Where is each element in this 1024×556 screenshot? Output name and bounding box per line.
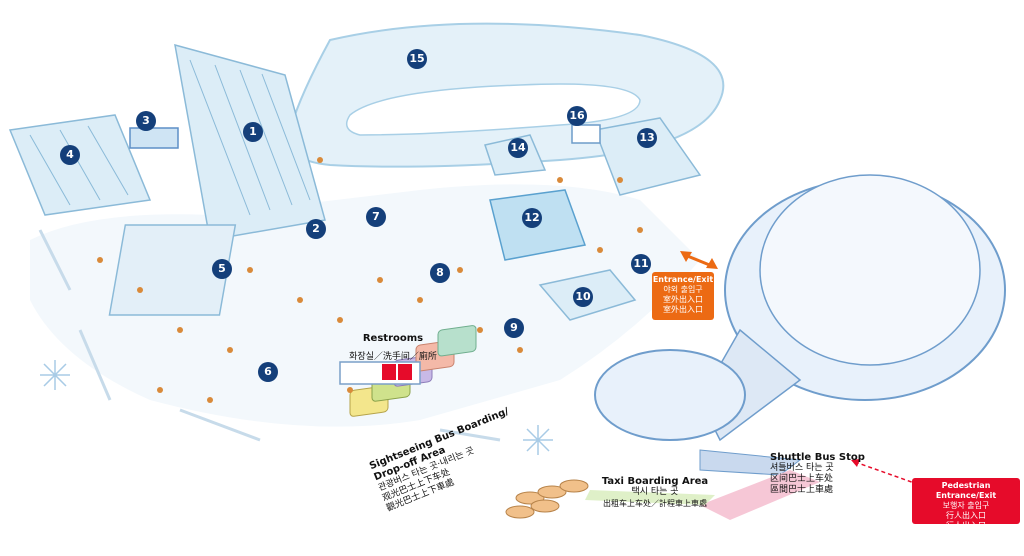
marker-5[interactable]: 5 — [212, 259, 232, 279]
marker-1[interactable]: 1 — [243, 122, 263, 142]
entrance-exit-line-1: 야외 출입구 — [663, 285, 703, 294]
visitors — [97, 157, 643, 403]
shuttle-bus-line-3: 區間巴士上車處 — [770, 485, 834, 495]
marker-7[interactable]: 7 — [366, 207, 386, 227]
pedestrian-entrance-title: Pedestrian Entrance/Exit — [935, 481, 997, 500]
restrooms-title: Restrooms — [362, 333, 424, 344]
entrance-exit-line-2: 室外出入口 — [663, 295, 703, 304]
restrooms-label: Restrooms 화장실／洗手间／廁所 — [338, 333, 448, 363]
shuttle-bus-line-2: 区间巴士上车处 — [770, 474, 834, 484]
marker-2[interactable]: 2 — [306, 219, 326, 239]
entrance-arrow — [684, 253, 713, 268]
taxi-title: Taxi Boarding Area — [601, 476, 709, 487]
shuttle-bus-title: Shuttle Bus Stop — [770, 452, 865, 463]
pedestrian-arrow — [854, 461, 921, 486]
marker-11[interactable]: 11 — [631, 254, 651, 274]
taxi-line-2: 出租车上车处／計程車上車處 — [603, 499, 707, 508]
dome-small — [594, 349, 746, 441]
entrance-exit-title: Entrance/Exit — [652, 275, 714, 284]
ice-arch-3 — [129, 127, 179, 149]
taxi-label: Taxi Boarding Area 택시 타는 곳 出租车上车处／計程車上車處 — [590, 476, 720, 509]
slide-13 — [593, 117, 702, 196]
taxi-line-1: 택시 타는 곳 — [631, 487, 679, 497]
marker-14[interactable]: 14 — [508, 138, 528, 158]
booth-16 — [571, 124, 601, 144]
marker-12[interactable]: 12 — [522, 208, 542, 228]
marker-9[interactable]: 9 — [504, 318, 524, 338]
dome-roof — [759, 174, 981, 366]
pedestrian-entrance-line-2: 行人出入口 — [946, 511, 986, 520]
slide-1 — [174, 43, 326, 241]
shuttle-bus-line-1: 셔틀버스 타는 곳 — [770, 463, 834, 473]
taxi-lane — [585, 490, 715, 505]
marker-16[interactable]: 16 — [567, 106, 587, 126]
restrooms-subtitle: 화장실／洗手间／廁所 — [349, 352, 437, 362]
marker-15[interactable]: 15 — [407, 49, 427, 69]
marker-8[interactable]: 8 — [430, 263, 450, 283]
marker-6[interactable]: 6 — [258, 362, 278, 382]
entrance-exit-box[interactable]: Entrance/Exit 야외 출입구 室外出入口 室外出入口 — [652, 272, 714, 320]
pedestrian-entrance-box[interactable]: Pedestrian Entrance/Exit 보행자 출입구 行人出入口 行… — [912, 478, 1020, 530]
pedestrian-entrance-line-3: 行人出入口 — [946, 521, 986, 530]
marker-10[interactable]: 10 — [573, 287, 593, 307]
marker-4[interactable]: 4 — [60, 145, 80, 165]
shuttle-bus-label: Shuttle Bus Stop 셔틀버스 타는 곳 区间巴士上车处 區間巴士上… — [770, 452, 880, 496]
pedestrian-entrance-line-1: 보행자 출입구 — [942, 501, 990, 510]
taxis — [505, 479, 589, 519]
marker-3[interactable]: 3 — [136, 111, 156, 131]
snowflake-icon — [40, 360, 553, 455]
restroom-icon — [382, 364, 396, 380]
marker-13[interactable]: 13 — [637, 128, 657, 148]
restroom-icon-2 — [398, 364, 412, 380]
ice-track-inner — [345, 83, 641, 136]
walkway — [700, 470, 820, 520]
entrance-exit-line-3: 室外出入口 — [663, 305, 703, 314]
